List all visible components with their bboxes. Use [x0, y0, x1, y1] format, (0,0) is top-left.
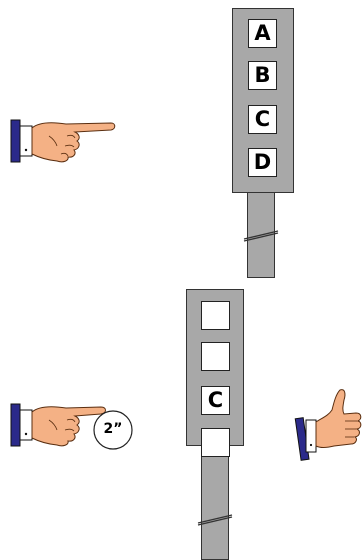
slot-label: C: [208, 390, 223, 411]
thumbs-up-icon: [298, 388, 364, 460]
slot-blank: [201, 428, 230, 457]
slot-label: C: [255, 109, 270, 130]
slot-label: D: [254, 152, 271, 173]
slot-a: A: [248, 19, 277, 48]
slot-c: C: [248, 105, 277, 134]
post-break-mark-bottom: [196, 512, 234, 526]
slot-label: B: [254, 65, 270, 86]
slot-blank: [201, 342, 230, 371]
pointing-hand-icon: [11, 114, 117, 166]
slot-c: C: [201, 386, 230, 415]
slot-label: A: [254, 23, 270, 44]
post-break-mark-top: [242, 228, 280, 242]
sign-panel-top: A B C D: [232, 8, 294, 193]
sign-post-bottom: [201, 442, 229, 560]
slot-b: B: [248, 61, 277, 90]
slot-d: D: [248, 148, 277, 177]
slot-blank: [201, 301, 230, 330]
sign-panel-bottom: C: [186, 289, 244, 446]
fingertip-badge-label: 2”: [98, 421, 128, 437]
